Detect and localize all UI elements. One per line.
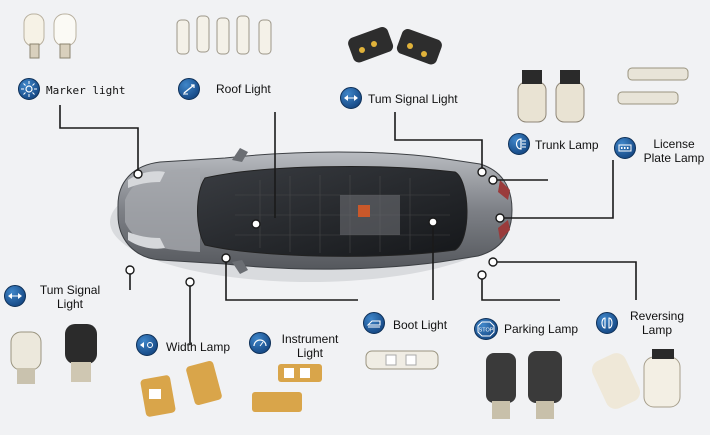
instrument-light-label-line2: Light: [296, 346, 324, 360]
headlamp-icon: [508, 133, 530, 155]
width-lamp-label: Width Lamp: [166, 340, 231, 354]
license-plate-lamp-label-line1: License: [653, 137, 695, 151]
license-plate-lamp-label-line2: Plate Lamp: [643, 151, 705, 165]
turn-signal-top-label: Tum Signal Light: [368, 92, 458, 106]
marker-light-bulbs: [23, 13, 77, 59]
width-arrows-icon: [136, 334, 158, 356]
stop-sign-text: STOP: [479, 328, 494, 334]
instrument-light-label-line1: Instrument: [281, 332, 339, 346]
turn-signal-left-label-line2: Light: [56, 297, 84, 311]
boot-icon: [363, 312, 385, 334]
boot-light-bulb: [365, 350, 439, 370]
roof-light-bulbs: [176, 15, 272, 55]
roof-light-icon: [178, 78, 200, 100]
width-lamp-bulbs: [140, 360, 222, 417]
reversing-lamp-label-line2: Lamp: [641, 323, 673, 337]
boot-light-label: Boot Light: [393, 318, 448, 332]
reverse-lamp-icon: [596, 312, 618, 334]
marker-light-label: Marker light: [46, 84, 126, 97]
reversing-lamp-bulbs: [591, 349, 681, 409]
reversing-lamp-label-line1: Reversing: [629, 309, 685, 323]
license-plate-icon: [614, 137, 636, 159]
roof-light-label: Roof Light: [216, 82, 271, 96]
turn-signal-left-label-line1: Tum Signal: [39, 283, 101, 297]
instrument-light-bulbs: [252, 364, 322, 412]
sun-light-icon: [18, 78, 40, 100]
parking-lamp-label: Parking Lamp: [504, 322, 579, 336]
dashboard-icon: [249, 332, 271, 354]
turn-arrows-icon: [340, 87, 362, 109]
turn-signal-left-bulbs: [10, 324, 97, 384]
turn-signal-bulbs: [348, 27, 442, 65]
parking-lamp-bulbs: [486, 351, 562, 419]
trunk-lamp-label: Trunk Lamp: [535, 138, 599, 152]
turn-arrows-icon: [4, 285, 26, 307]
trunk-license-bulbs: [517, 67, 689, 123]
stop-sign-icon: STOP: [474, 318, 498, 340]
